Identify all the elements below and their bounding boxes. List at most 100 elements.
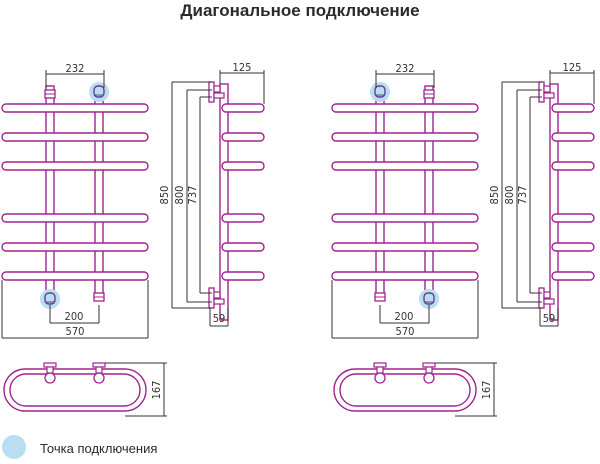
plan-fitting-flange bbox=[43, 362, 57, 368]
dimension-height-mid: 800 bbox=[173, 186, 186, 205]
connection-point-fitting bbox=[93, 85, 105, 98]
wall-bracket-top bbox=[208, 81, 225, 103]
horizontal-rail bbox=[331, 132, 479, 142]
dimension-height-total: 850 bbox=[488, 186, 501, 205]
side-rail bbox=[551, 161, 595, 171]
dimension-wall-offset: 59 bbox=[543, 312, 556, 325]
fitting-bottom-left bbox=[374, 292, 386, 302]
connection-point-halo bbox=[89, 82, 109, 102]
horizontal-rail bbox=[1, 271, 149, 281]
connection-point-fitting bbox=[374, 85, 386, 98]
plan-inner-loop bbox=[339, 373, 471, 407]
fitting-top-right bbox=[423, 89, 435, 99]
front-view: 232 200 570 bbox=[331, 62, 479, 339]
plan-view: 167 bbox=[3, 362, 167, 417]
horizontal-rail bbox=[1, 161, 149, 171]
connection-point-halo bbox=[370, 82, 390, 102]
dimension-top-spacing: 232 bbox=[66, 62, 85, 75]
dimension-plan-depth: 167 bbox=[150, 381, 163, 400]
fitting-top-left bbox=[44, 89, 56, 99]
bracket-nut bbox=[543, 291, 551, 299]
side-rail bbox=[221, 213, 265, 223]
dimension-wall-offset: 59 bbox=[213, 312, 226, 325]
dimension-height-total: 850 bbox=[158, 186, 171, 205]
fitting-bottom-right bbox=[93, 292, 105, 302]
dimension-height-mid: 800 bbox=[503, 186, 516, 205]
dimension-bottom-spacing: 200 bbox=[395, 310, 414, 323]
side-rail bbox=[551, 132, 595, 142]
connection-point-top-right bbox=[89, 82, 109, 102]
plan-fitting-neck bbox=[376, 366, 384, 374]
bracket-nut bbox=[543, 85, 551, 93]
plan-fitting-right bbox=[422, 362, 436, 384]
vertical-pipe-right bbox=[424, 85, 434, 299]
vertical-pipe-right bbox=[94, 85, 104, 299]
bracket-plate bbox=[208, 287, 215, 309]
bracket-plate bbox=[538, 287, 545, 309]
vertical-pipe-left bbox=[45, 85, 55, 299]
horizontal-rail bbox=[331, 103, 479, 113]
side-vertical-pipe bbox=[219, 83, 229, 321]
plan-fitting-ball bbox=[44, 372, 56, 384]
dimension-height-inner: 737 bbox=[516, 186, 529, 205]
horizontal-rail bbox=[1, 103, 149, 113]
plan-fitting-ball bbox=[374, 372, 386, 384]
horizontal-rail bbox=[331, 271, 479, 281]
side-rail bbox=[221, 242, 265, 252]
connection-point-bottom-left bbox=[40, 289, 60, 309]
connection-point-fitting bbox=[423, 292, 435, 305]
bracket-arm bbox=[543, 298, 555, 305]
connection-point-top-left bbox=[370, 82, 390, 102]
legend-label: Точка подключения bbox=[40, 441, 158, 456]
vertical-pipe-left bbox=[375, 85, 385, 299]
connection-point-halo bbox=[40, 289, 60, 309]
plan-fitting-flange bbox=[422, 362, 436, 368]
bracket-arm bbox=[213, 298, 225, 305]
plan-fitting-flange bbox=[373, 362, 387, 368]
side-vertical-pipe bbox=[549, 83, 559, 321]
plan-fitting-neck bbox=[95, 366, 103, 374]
dimension-width: 570 bbox=[396, 325, 415, 338]
dimension-plan-depth: 167 bbox=[480, 381, 493, 400]
plan-fitting-neck bbox=[425, 366, 433, 374]
plan-fitting-ball bbox=[93, 372, 105, 384]
side-rail bbox=[551, 213, 595, 223]
side-rail bbox=[221, 271, 265, 281]
plan-fitting-flange bbox=[92, 362, 106, 368]
side-rail bbox=[221, 161, 265, 171]
plan-fitting-ball bbox=[423, 372, 435, 384]
dimension-height-inner: 737 bbox=[186, 186, 199, 205]
side-rail bbox=[221, 132, 265, 142]
side-rail bbox=[551, 103, 595, 113]
horizontal-rail bbox=[331, 242, 479, 252]
connection-point-bottom-right bbox=[419, 289, 439, 309]
dimension-depth: 125 bbox=[233, 61, 252, 74]
side-rail bbox=[551, 242, 595, 252]
connection-point-legend-icon bbox=[2, 435, 26, 459]
connection-point-fitting bbox=[44, 292, 56, 305]
horizontal-rail bbox=[1, 132, 149, 142]
plan-fitting-right bbox=[92, 362, 106, 384]
bracket-arm bbox=[213, 92, 225, 99]
plan-fitting-left bbox=[373, 362, 387, 384]
dimension-width: 570 bbox=[66, 325, 85, 338]
plan-outer-loop bbox=[333, 368, 477, 412]
dimension-top-spacing: 232 bbox=[396, 62, 415, 75]
bracket-nut bbox=[213, 291, 221, 299]
horizontal-rail bbox=[1, 242, 149, 252]
wall-bracket-bottom bbox=[538, 287, 555, 309]
legend: Точка подключения bbox=[0, 432, 300, 462]
plan-view: 167 bbox=[333, 362, 497, 417]
front-view: 232 200 570 bbox=[1, 62, 149, 339]
dimension-depth: 125 bbox=[563, 61, 582, 74]
bracket-arm bbox=[543, 92, 555, 99]
page-title: Диагональное подключение bbox=[180, 1, 420, 20]
dimension-bottom-spacing: 200 bbox=[65, 310, 84, 323]
plan-fitting-left bbox=[43, 362, 57, 384]
plan-fitting-neck bbox=[46, 366, 54, 374]
